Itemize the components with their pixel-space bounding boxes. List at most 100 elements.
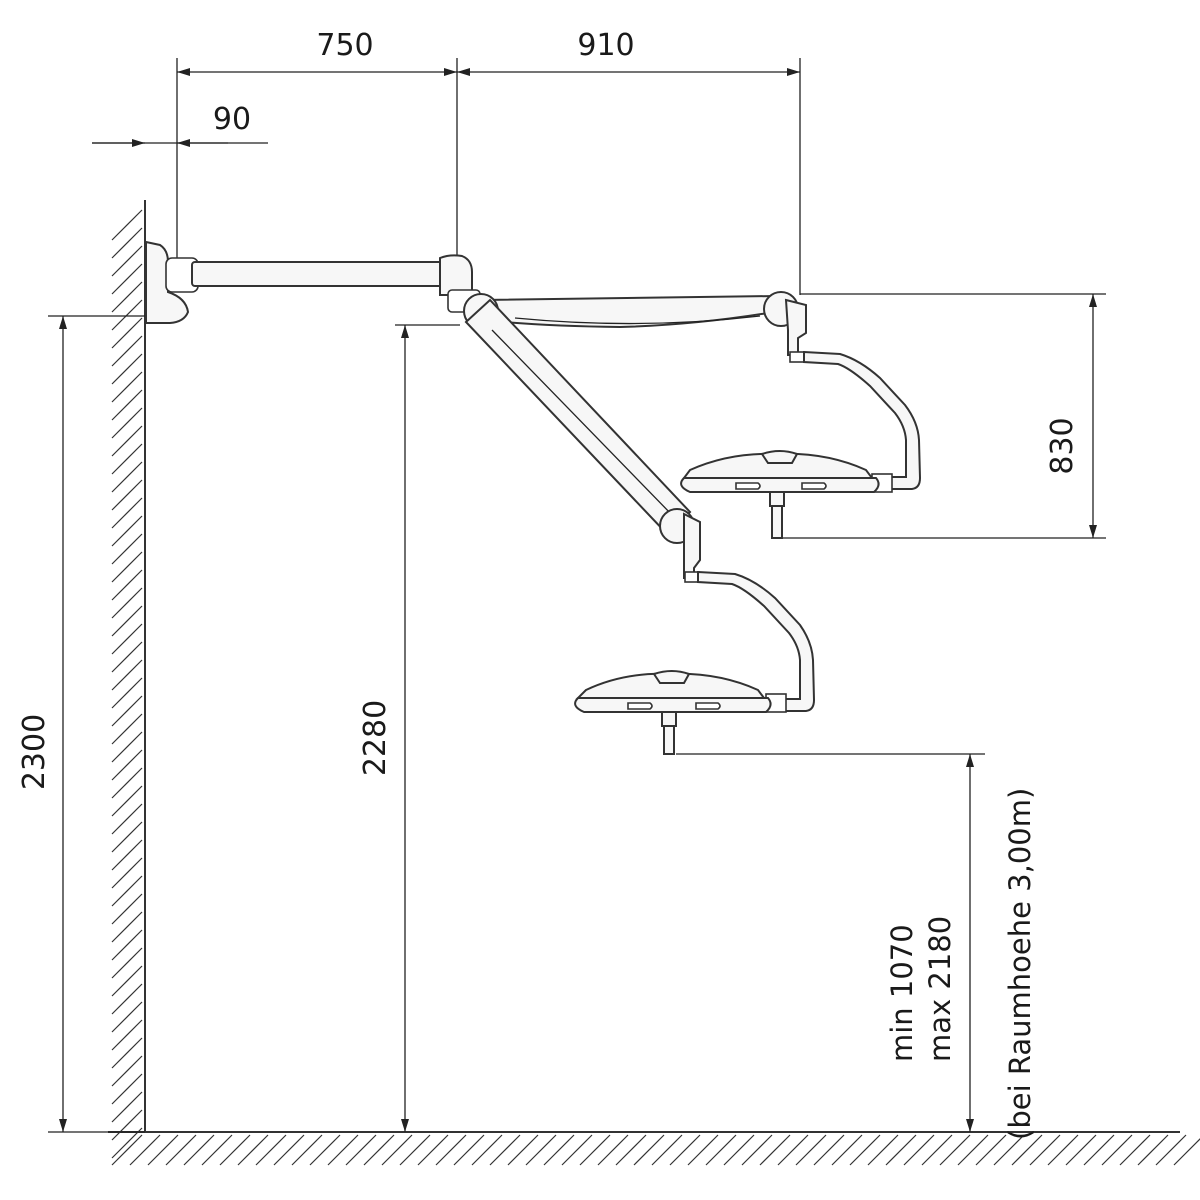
floor-hatch-line — [1155, 1134, 1187, 1166]
wall-hatch-line — [111, 659, 143, 691]
wall-hatch-line — [111, 803, 143, 835]
floor-hatch-line — [399, 1134, 431, 1166]
wall-hatch-line — [111, 731, 143, 763]
floor-hatch-line — [561, 1134, 593, 1166]
floor-hatch-line — [1119, 1134, 1151, 1166]
dimension-2300: 2300 — [17, 714, 52, 790]
dimension-2280: 2280 — [358, 700, 393, 776]
wall-hatch-line — [111, 1001, 143, 1033]
floor-hatch-line — [381, 1134, 413, 1166]
floor-hatch-line — [831, 1134, 863, 1166]
floor-hatch-line — [1173, 1138, 1200, 1166]
lower-lamp-head — [574, 670, 772, 755]
floor-hatch-line — [597, 1134, 629, 1166]
floor-hatch-line — [633, 1134, 665, 1166]
wall-hatch-line — [111, 1037, 143, 1069]
floor-hatch-line — [975, 1134, 1007, 1166]
wall-hatch-line — [111, 749, 143, 781]
wall-hatch-line — [111, 767, 143, 799]
floor-hatch-line — [183, 1134, 215, 1166]
floor-hatch-line — [849, 1134, 881, 1166]
wall-hatch-line — [111, 299, 143, 331]
wall-hatch-line — [111, 929, 143, 961]
floor-hatch-line — [1083, 1134, 1115, 1166]
floor-hatch-line — [741, 1134, 773, 1166]
wall-hatch-line — [111, 947, 143, 979]
floor-hatch-line — [795, 1134, 827, 1166]
floor-hatch-line — [327, 1134, 359, 1166]
floor-hatch-line — [201, 1134, 233, 1166]
wall-hatch-line — [111, 353, 143, 385]
floor-hatch-line — [885, 1134, 917, 1166]
floor-hatch-line — [921, 1134, 953, 1166]
wall-hatch-line — [111, 1073, 143, 1105]
wall-hatch-line — [111, 713, 143, 745]
wall-hatch-line — [111, 371, 143, 403]
wall-hatch-line — [111, 209, 143, 241]
floor-hatch-line — [705, 1134, 737, 1166]
note-min: min 1070 — [885, 924, 919, 1062]
floor-hatch-line — [489, 1134, 521, 1166]
upper-extension-arm — [191, 254, 481, 313]
wall-hatch-line — [111, 551, 143, 583]
floor-hatch-line — [777, 1134, 809, 1166]
dimension-910: 910 — [577, 28, 634, 63]
floor-hatch-line — [417, 1134, 449, 1166]
wall-hatch-line — [111, 875, 143, 907]
floor-hatch-line — [1011, 1134, 1043, 1166]
floor-hatch-line — [813, 1134, 845, 1166]
wall-hatch-line — [111, 695, 143, 727]
floor-hatch-line — [453, 1134, 485, 1166]
wall-hatch-line — [111, 479, 143, 511]
wall-bracket — [145, 240, 199, 324]
wall-hatch-line — [111, 533, 143, 565]
wall-hatch-line — [111, 425, 143, 457]
wall-hatch-line — [111, 461, 143, 493]
wall-hatch-line — [111, 785, 143, 817]
floor-hatch-line — [309, 1134, 341, 1166]
floor-hatch-line — [615, 1134, 647, 1166]
wall-hatch-line — [111, 227, 143, 259]
floor-hatch — [111, 1134, 1200, 1166]
floor-hatch-line — [867, 1134, 899, 1166]
note-room-height: (bei Raumhoehe 3,00m) — [1003, 788, 1037, 1140]
floor-hatch-line — [345, 1134, 377, 1166]
wall-hatch-line — [111, 1091, 143, 1123]
dimension-830: 830 — [1045, 417, 1080, 474]
floor-hatch-line — [669, 1134, 701, 1166]
wall-hatch-line — [111, 1109, 143, 1141]
wall-hatch-line — [111, 317, 143, 349]
floor-hatch-line — [903, 1134, 935, 1166]
note-max: max 2180 — [923, 916, 957, 1062]
wall-hatch-line — [111, 677, 143, 709]
floor-hatch-line — [237, 1134, 269, 1166]
wall-hatch-line — [111, 335, 143, 367]
wall-hatch-line — [111, 623, 143, 655]
floor-hatch-line — [273, 1134, 305, 1166]
floor-hatch-line — [507, 1134, 539, 1166]
wall-hatch-line — [111, 839, 143, 871]
wall-hatch-line — [111, 587, 143, 619]
wall-hatch-line — [111, 263, 143, 295]
wall-hatch-line — [111, 983, 143, 1015]
floor-hatch-line — [543, 1134, 575, 1166]
floor-hatch-line — [939, 1134, 971, 1166]
wall-hatch-line — [111, 965, 143, 997]
floor-hatch-line — [525, 1134, 557, 1166]
dimension-lines — [59, 68, 1097, 1132]
wall-hatch-line — [111, 245, 143, 277]
floor-hatch-line — [471, 1134, 503, 1166]
wall-hatch — [111, 209, 143, 1159]
height-note: min 1070 max 2180 (bei Raumhoehe 3,00m) — [885, 788, 1037, 1140]
wall-hatch-line — [111, 443, 143, 475]
lower-yoke — [697, 570, 816, 713]
wall-hatch-line — [111, 407, 143, 439]
wall-hatch-line — [111, 641, 143, 673]
wall-hatch-line — [111, 389, 143, 421]
floor-hatch-line — [993, 1134, 1025, 1166]
floor-hatch-line — [363, 1134, 395, 1166]
floor-hatch-line — [759, 1134, 791, 1166]
floor-hatch-line — [1137, 1134, 1169, 1166]
floor-hatch-line — [1029, 1134, 1061, 1166]
wall-hatch-line — [111, 569, 143, 601]
